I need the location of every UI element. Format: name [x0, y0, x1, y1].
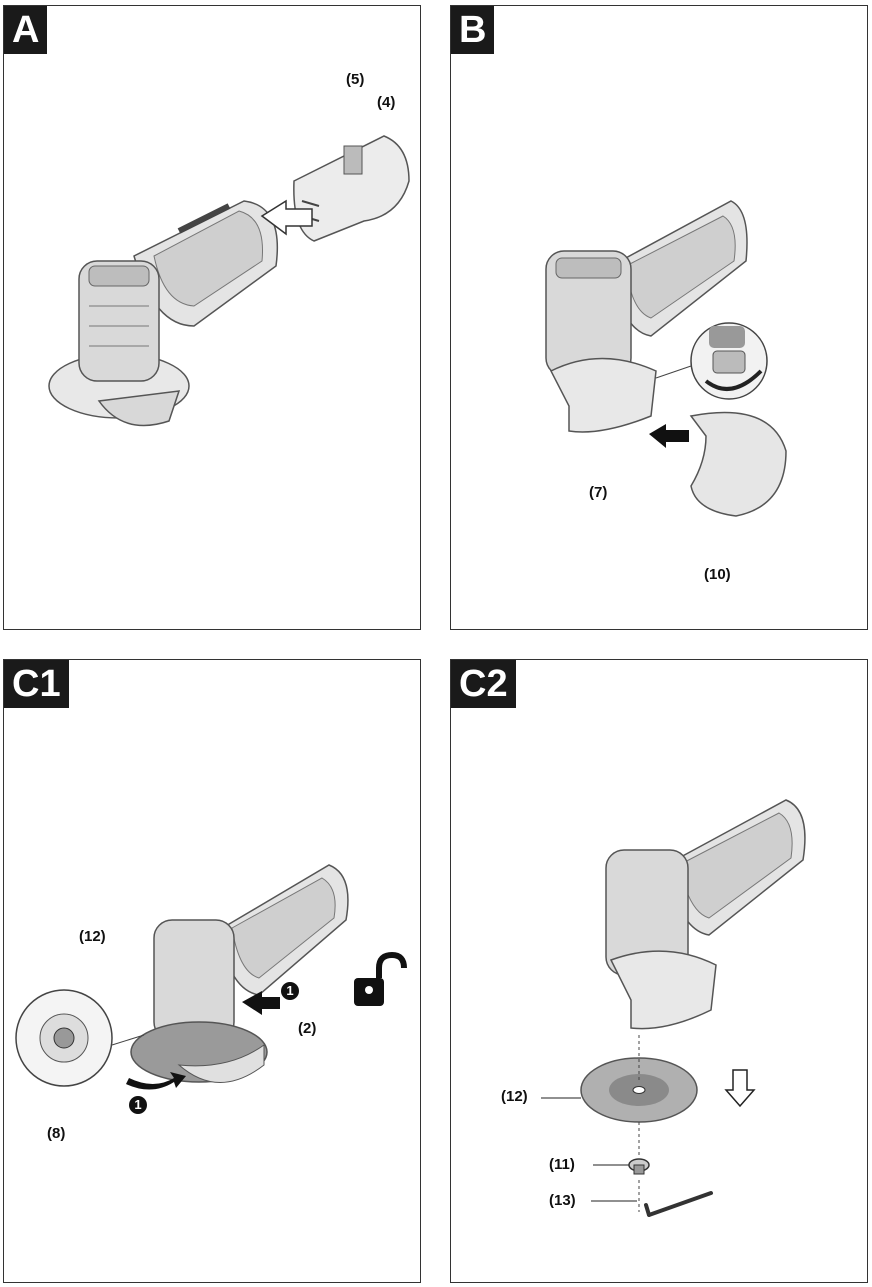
panel-a-illustration	[48, 135, 410, 427]
detail-zoom-circle	[655, 322, 768, 400]
protective-guard-shape	[689, 411, 787, 517]
panel-c2-label: C2	[451, 660, 516, 708]
callout-2: (2)	[298, 1020, 317, 1037]
callout-4: (4)	[377, 94, 396, 111]
callout-7: (7)	[589, 484, 608, 501]
disc-and-guard-shape	[130, 1021, 268, 1083]
callout-5: (5)	[346, 71, 365, 88]
callout-11: (11)	[549, 1156, 575, 1173]
panel-b: B (7) (10)	[450, 5, 868, 630]
guard-shape	[609, 950, 717, 1030]
tool-head-shape	[545, 250, 632, 377]
step-1-badge-rotate: 1	[129, 1096, 147, 1114]
panel-a: A (5) (4)	[3, 5, 421, 630]
unlock-icon	[354, 951, 407, 1006]
callout-8: (8)	[47, 1125, 66, 1142]
insert-arrow-shape	[260, 199, 313, 236]
callout-12: (12)	[79, 928, 106, 945]
down-arrow-shape	[724, 1069, 756, 1108]
guard-mount-shape	[549, 357, 657, 433]
clamping-nut-shape	[628, 1158, 650, 1175]
panel-b-illustration	[545, 200, 787, 517]
spindle-lock-arrow	[242, 991, 280, 1015]
step-1-badge: 1	[281, 982, 299, 1000]
attach-arrow-shape	[649, 424, 689, 448]
hex-key-shape	[638, 1180, 713, 1217]
grinding-disc-shape	[580, 1035, 698, 1155]
panel-c1-label: C1	[4, 660, 69, 708]
tool-handle-shape	[218, 864, 349, 996]
panel-c2-illustration	[541, 799, 806, 1217]
callout-13: (13)	[549, 1192, 576, 1209]
panel-a-label: A	[4, 6, 48, 54]
callout-10: (10)	[704, 566, 731, 583]
panel-b-label: B	[451, 6, 495, 54]
rotate-arrow	[126, 1072, 186, 1090]
panel-c2: C2 (12) (11)	[450, 659, 868, 1283]
panel-c1-illustration	[15, 864, 407, 1090]
tool-head-shape	[78, 260, 160, 382]
callout-12: (12)	[501, 1088, 528, 1105]
flange-detail-circle	[15, 989, 145, 1087]
panel-c1: C1 1 1 (12) (2) (8)	[3, 659, 421, 1283]
